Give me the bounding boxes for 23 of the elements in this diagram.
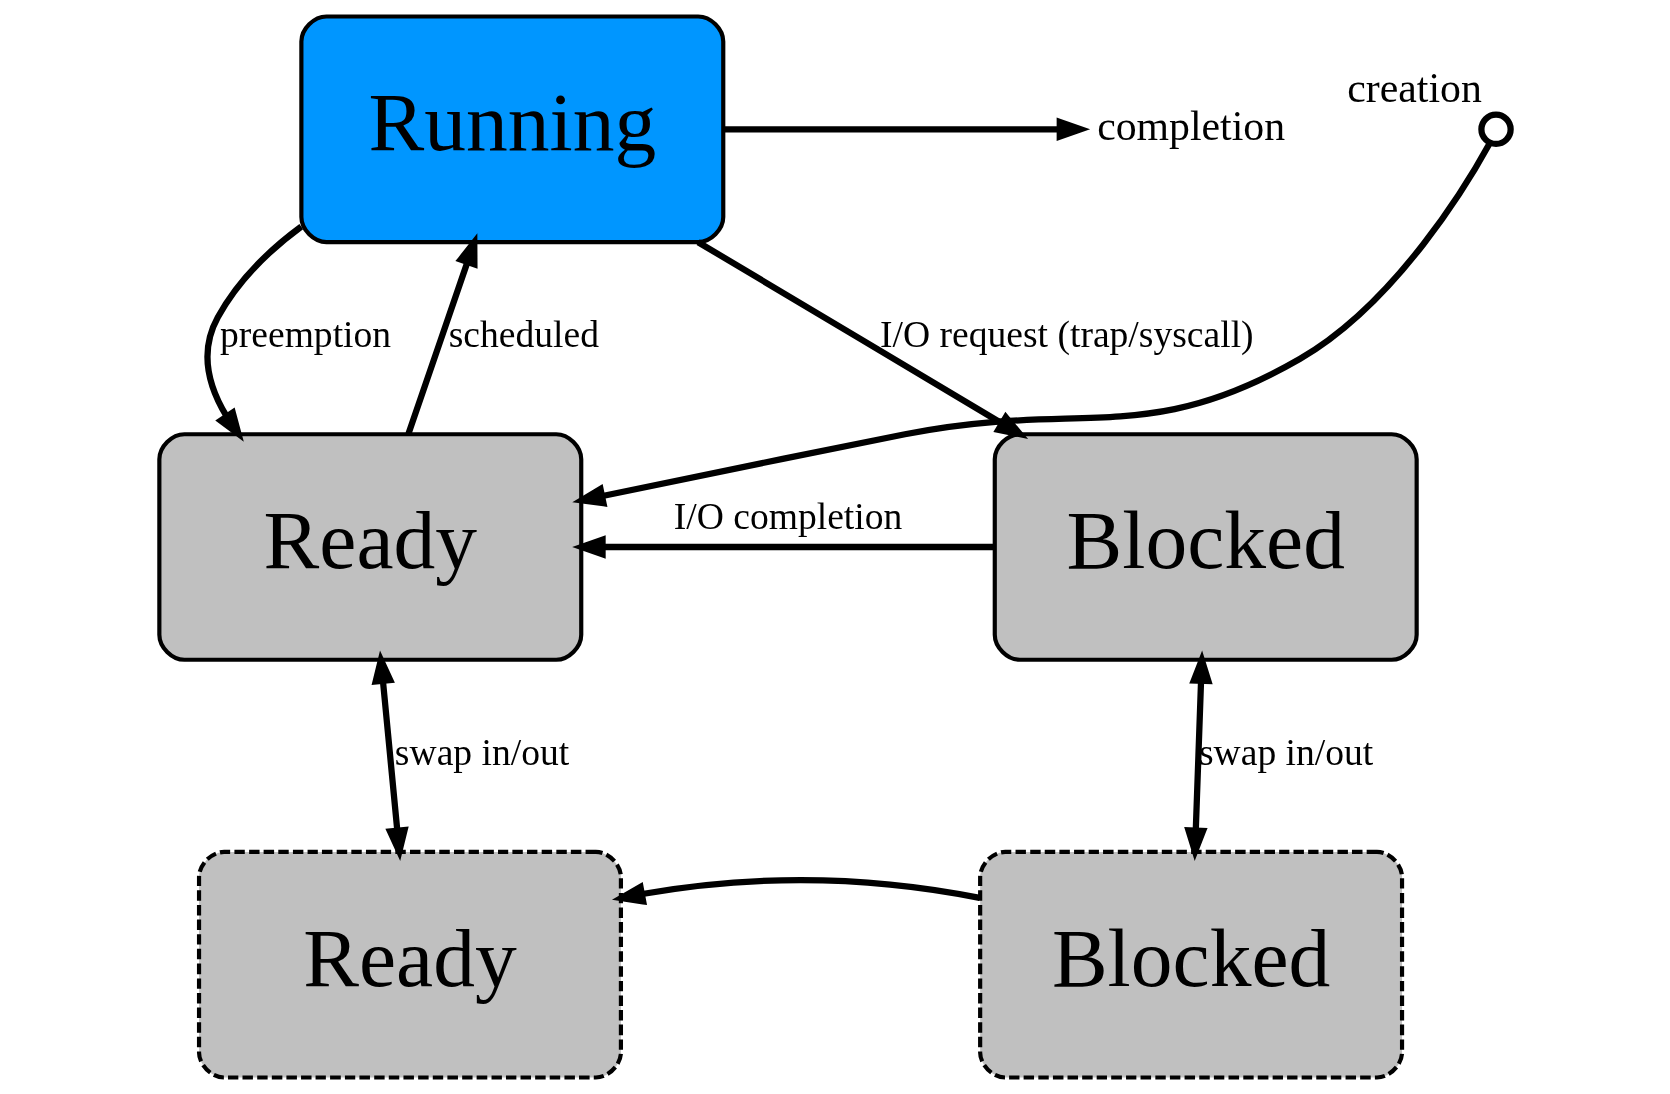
edge-label: preemption bbox=[219, 314, 392, 356]
edge-label: swap in/out bbox=[1198, 732, 1374, 774]
edge-label: swap in/out bbox=[394, 732, 570, 774]
node-box: Ready bbox=[196, 849, 623, 1080]
arrow bbox=[405, 233, 478, 435]
edge-label: I/O completion bbox=[673, 496, 903, 538]
arrow bbox=[696, 239, 1029, 440]
node-circle bbox=[1478, 111, 1514, 148]
arrow bbox=[572, 141, 1493, 507]
node-box: Blocked bbox=[992, 432, 1419, 662]
edge-label: I/O request (trap/syscall) bbox=[880, 314, 1254, 356]
node-box: Blocked bbox=[978, 849, 1405, 1080]
arrow bbox=[371, 650, 409, 861]
node-label: creation bbox=[1347, 65, 1482, 112]
node-box: Running bbox=[299, 14, 726, 245]
arrow bbox=[204, 224, 304, 442]
arrow bbox=[723, 117, 1091, 141]
arrow bbox=[1184, 650, 1213, 861]
arrow bbox=[611, 877, 981, 906]
node-text: completion bbox=[1097, 102, 1286, 149]
arrow bbox=[572, 535, 995, 559]
node-box: Ready bbox=[157, 432, 584, 662]
edge-label: scheduled bbox=[448, 314, 599, 356]
